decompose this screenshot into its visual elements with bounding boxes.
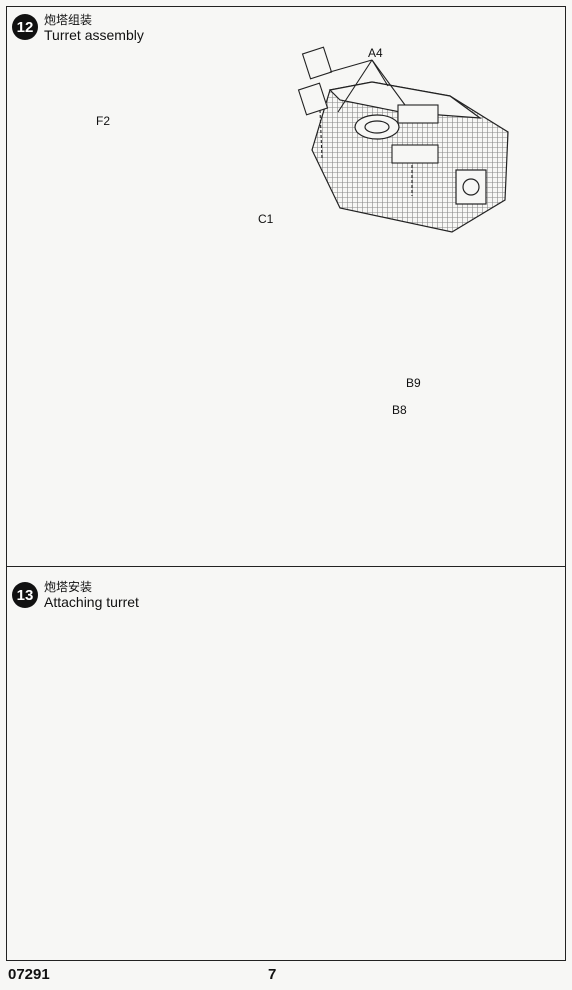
page-number: 7 (268, 966, 277, 983)
part-label-c1: C1 (258, 212, 274, 226)
part-label-f2: F2 (96, 114, 111, 128)
step-12-title-en: Turret assembly (44, 27, 144, 43)
spare-track-links-a4 (297, 46, 439, 196)
step-13-title-en: Attaching turret (44, 594, 139, 610)
part-label-b9: B9 (406, 376, 421, 390)
step-divider (6, 566, 566, 567)
page-frame (6, 6, 566, 961)
step-12-badge: 12 (12, 14, 38, 40)
step-13-badge: 13 (12, 582, 38, 608)
part-label-a4: A4 (368, 46, 383, 60)
part-label-b8: B8 (392, 403, 407, 417)
product-code: 07291 (8, 966, 50, 983)
step-12-title-cn: 炮塔组装 (44, 13, 93, 27)
step-13-title-cn: 炮塔安装 (44, 580, 93, 594)
